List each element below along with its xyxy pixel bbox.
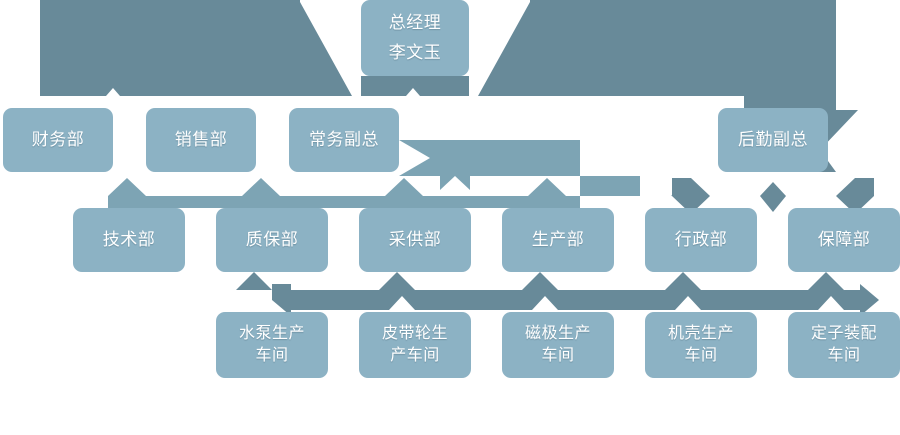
connector-ceo-to-executives xyxy=(40,0,858,172)
org-node-quality[interactable]: 质保部 xyxy=(216,208,328,272)
org-node-sales[interactable]: 销售部 xyxy=(146,108,256,172)
org-node-ceo[interactable]: 总经理李文玉 xyxy=(361,0,469,76)
connector-stub-quality-up xyxy=(379,272,415,290)
org-node-magnet-workshop[interactable]: 磁极生产车间 xyxy=(502,312,614,378)
org-node-label: 车间 xyxy=(541,347,575,364)
org-node-casing-workshop[interactable]: 机壳生产车间 xyxy=(645,312,757,378)
org-node-label: 磁极生产 xyxy=(524,324,591,342)
org-node-administration[interactable]: 行政部 xyxy=(645,208,757,272)
org-node-label: 水泵生产 xyxy=(238,324,305,342)
org-node-label: 行政部 xyxy=(674,230,728,250)
connector-stub-security-up xyxy=(808,272,844,290)
connector-production-to-workshops xyxy=(272,284,879,316)
org-node-label: 总经理 xyxy=(388,13,442,33)
org-node-label: 车间 xyxy=(255,347,289,364)
org-node-pump-workshop[interactable]: 水泵生产车间 xyxy=(216,312,328,378)
org-node-label: 皮带轮生 xyxy=(381,324,448,342)
org-node-label: 后勤副总 xyxy=(738,130,808,150)
connector-logistics-to-admin-security xyxy=(672,178,874,214)
org-node-label: 保障部 xyxy=(817,230,871,250)
org-node-label: 质保部 xyxy=(245,230,299,250)
org-node-label: 李文玉 xyxy=(388,43,442,62)
org-node-label: 生产部 xyxy=(531,230,585,250)
org-node-technology[interactable]: 技术部 xyxy=(73,208,185,272)
org-node-security[interactable]: 保障部 xyxy=(788,208,900,272)
org-node-procurement[interactable]: 采供部 xyxy=(359,208,471,272)
org-node-label: 采供部 xyxy=(388,230,442,250)
connector-stub-procurement-up xyxy=(236,272,272,290)
connector-exec-vp-to-departments xyxy=(399,140,640,190)
org-node-label: 财务部 xyxy=(31,130,85,150)
org-node-production[interactable]: 生产部 xyxy=(502,208,614,272)
org-node-label: 车间 xyxy=(827,347,861,364)
org-node-finance[interactable]: 财务部 xyxy=(3,108,113,172)
org-node-label: 销售部 xyxy=(174,130,228,150)
org-node-exec-vp[interactable]: 常务副总 xyxy=(289,108,399,172)
org-node-label: 产车间 xyxy=(390,347,440,364)
connector-stub-production-up xyxy=(522,272,558,290)
org-node-label: 车间 xyxy=(684,347,718,364)
org-node-label: 机壳生产 xyxy=(667,324,734,342)
org-node-label: 技术部 xyxy=(102,230,156,250)
connector-stub-admin-up xyxy=(665,272,701,290)
org-node-label: 定子装配 xyxy=(810,324,877,342)
org-node-label: 常务副总 xyxy=(309,130,379,150)
org-node-logistics-vp[interactable]: 后勤副总 xyxy=(718,108,828,172)
org-node-pulley-workshop[interactable]: 皮带轮生产车间 xyxy=(359,312,471,378)
org-node-stator-workshop[interactable]: 定子装配车间 xyxy=(788,312,900,378)
